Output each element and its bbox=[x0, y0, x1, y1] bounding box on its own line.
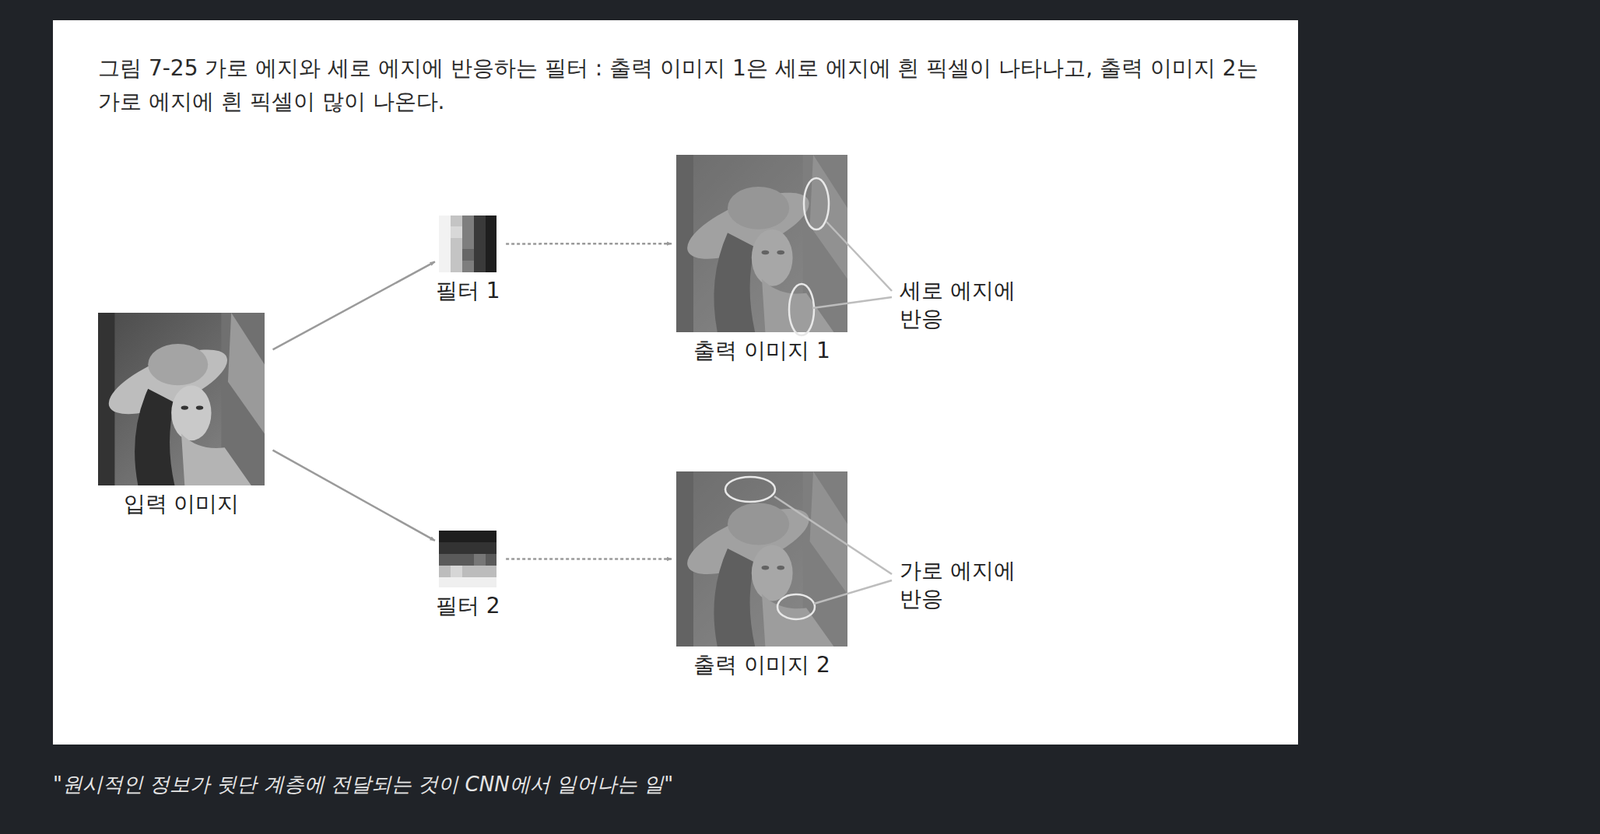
image-node: 필터 2 bbox=[432, 530, 504, 621]
arrow-connector bbox=[272, 450, 435, 541]
node-label: 출력 이미지 2 bbox=[693, 651, 831, 680]
picture-area bbox=[676, 154, 848, 333]
picture-area bbox=[438, 530, 497, 588]
image-node: 필터 1 bbox=[432, 215, 504, 306]
image-node: 출력 이미지 2 bbox=[676, 471, 848, 680]
arrow-connector bbox=[273, 261, 436, 350]
picture-area bbox=[98, 312, 265, 486]
image-node: 출력 이미지 1 bbox=[676, 154, 848, 365]
figure-title: 그림 7-25 가로 에지와 세로 에지에 반응하는 필터 : 출력 이미지 1… bbox=[98, 51, 1281, 120]
arrow-connector bbox=[505, 557, 672, 561]
node-label: 출력 이미지 1 bbox=[693, 336, 831, 365]
image-node: 입력 이미지 bbox=[98, 312, 265, 519]
callout-label: 세로 에지에 반응 bbox=[899, 277, 1032, 334]
node-label: 필터 2 bbox=[435, 592, 501, 621]
node-label: 입력 이미지 bbox=[123, 490, 240, 519]
callout-label: 가로 에지에 반응 bbox=[899, 557, 1032, 615]
picture-area bbox=[676, 471, 848, 647]
picture-area bbox=[438, 215, 497, 273]
figure-caption: "원시적인 정보가 뒷단 계층에 전달되는 것이 CNN에서 일어나는 일" bbox=[52, 770, 1532, 799]
arrow-connector bbox=[505, 242, 672, 246]
node-label: 필터 1 bbox=[435, 277, 501, 306]
